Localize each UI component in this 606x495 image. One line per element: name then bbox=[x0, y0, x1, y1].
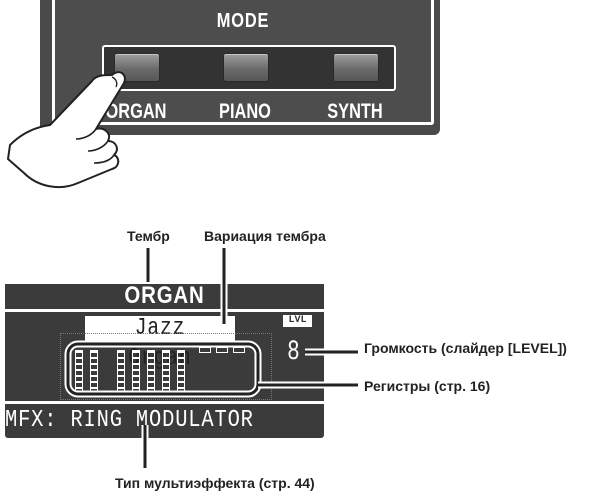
register-bar-short bbox=[199, 347, 211, 353]
level-value: 8 bbox=[287, 339, 300, 367]
pointing-hand-icon bbox=[0, 55, 140, 195]
register-bar bbox=[90, 350, 98, 392]
callout-mfx: Тип мультиэффекта (стр. 44) bbox=[115, 475, 315, 491]
register-bar bbox=[132, 350, 140, 392]
callout-registers: Регистры (стр. 16) bbox=[364, 378, 490, 394]
mode-panel: MODE ORGAN PIANO SYNTH bbox=[0, 0, 606, 140]
lcd-bottom-divider bbox=[5, 401, 324, 404]
piano-button[interactable] bbox=[223, 53, 269, 82]
piano-button-label: PIANO bbox=[202, 100, 288, 124]
mode-title: MODE bbox=[89, 10, 397, 33]
mfx-name: MFX: RING MODULATOR bbox=[5, 406, 254, 436]
callout-tone: Тембр bbox=[127, 228, 170, 244]
register-bar bbox=[117, 350, 125, 392]
register-bar-short bbox=[216, 347, 228, 353]
callout-variation: Вариация тембра bbox=[204, 228, 326, 244]
tone-name: ORGAN bbox=[29, 283, 300, 309]
synth-button[interactable] bbox=[333, 53, 379, 82]
lcd-row-divider bbox=[5, 309, 324, 312]
callout-volume: Громкость (слайдер [LEVEL]) bbox=[364, 340, 567, 356]
register-bar-short bbox=[233, 347, 245, 353]
register-bar bbox=[162, 350, 170, 392]
register-bar bbox=[75, 350, 83, 392]
synth-button-label: SYNTH bbox=[312, 100, 398, 124]
register-bar bbox=[147, 350, 155, 392]
register-bar bbox=[177, 350, 185, 392]
level-badge: LVL bbox=[283, 315, 312, 327]
